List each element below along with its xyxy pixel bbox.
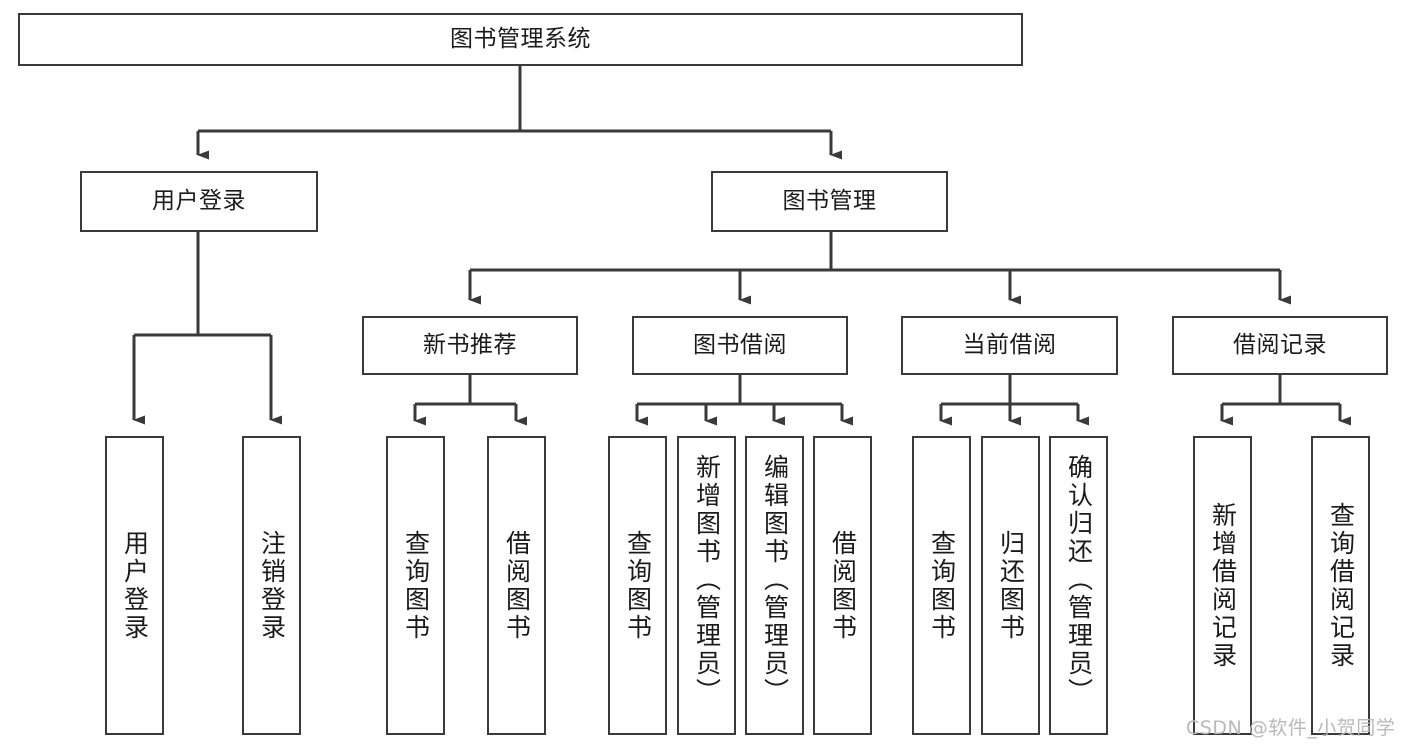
node-new-book-recommend-label: 新书推荐 <box>423 331 517 358</box>
node-leaf-user-login-2[interactable]: 注销登录 <box>242 436 301 735</box>
node-leaf-new-book-2[interactable]: 借阅图书 <box>487 436 546 735</box>
node-leaf-book-borrow-1-label: 查询图书 <box>623 529 653 642</box>
node-current-borrow[interactable]: 当前借阅 <box>901 316 1118 375</box>
node-leaf-new-book-1[interactable]: 查询图书 <box>386 436 445 735</box>
node-new-book-recommend[interactable]: 新书推荐 <box>362 316 578 375</box>
node-leaf-user-login-2-label: 注销登录 <box>257 529 287 642</box>
node-leaf-borrow-record-1[interactable]: 新增借阅记录 <box>1193 436 1252 735</box>
node-leaf-book-borrow-4[interactable]: 借阅图书 <box>813 436 872 735</box>
node-leaf-book-borrow-4-label: 借阅图书 <box>828 529 858 642</box>
node-leaf-book-borrow-2[interactable]: 新增图书（管理员） <box>677 436 736 735</box>
node-leaf-book-borrow-1[interactable]: 查询图书 <box>608 436 667 735</box>
node-borrow-record-label: 借阅记录 <box>1233 331 1327 358</box>
node-borrow-record[interactable]: 借阅记录 <box>1172 316 1388 375</box>
node-leaf-book-borrow-3-label: 编辑图书（管理员） <box>760 454 790 706</box>
node-leaf-borrow-record-2-label: 查询借阅记录 <box>1326 501 1356 670</box>
node-user-login-label: 用户登录 <box>152 187 246 214</box>
node-leaf-new-book-2-label: 借阅图书 <box>502 529 532 642</box>
node-book-manage[interactable]: 图书管理 <box>711 171 948 232</box>
node-current-borrow-label: 当前借阅 <box>962 331 1057 358</box>
node-leaf-current-borrow-2-label: 归还图书 <box>996 529 1026 642</box>
node-book-borrow-label: 图书借阅 <box>693 331 787 358</box>
csdn-watermark: CSDN @软件_小贺同学 <box>1186 717 1396 739</box>
node-leaf-book-borrow-3[interactable]: 编辑图书（管理员） <box>745 436 804 735</box>
node-leaf-borrow-record-1-label: 新增借阅记录 <box>1208 501 1238 670</box>
node-leaf-book-borrow-2-label: 新增图书（管理员） <box>692 454 722 706</box>
node-leaf-user-login-1-label: 用户登录 <box>120 529 150 642</box>
node-leaf-user-login-1[interactable]: 用户登录 <box>105 436 164 735</box>
node-leaf-current-borrow-1-label: 查询图书 <box>927 529 957 642</box>
node-leaf-current-borrow-3[interactable]: 确认归还（管理员） <box>1049 436 1108 735</box>
node-book-borrow[interactable]: 图书借阅 <box>632 316 848 375</box>
node-leaf-current-borrow-1[interactable]: 查询图书 <box>912 436 971 735</box>
node-leaf-new-book-1-label: 查询图书 <box>401 529 431 642</box>
node-root-system[interactable]: 图书管理系统 <box>18 13 1023 66</box>
node-leaf-borrow-record-2[interactable]: 查询借阅记录 <box>1311 436 1370 735</box>
node-root-system-label: 图书管理系统 <box>450 25 591 52</box>
node-leaf-current-borrow-2[interactable]: 归还图书 <box>981 436 1040 735</box>
node-user-login[interactable]: 用户登录 <box>80 171 318 232</box>
node-leaf-current-borrow-3-label: 确认归还（管理员） <box>1064 454 1094 706</box>
node-book-manage-label: 图书管理 <box>782 187 877 214</box>
